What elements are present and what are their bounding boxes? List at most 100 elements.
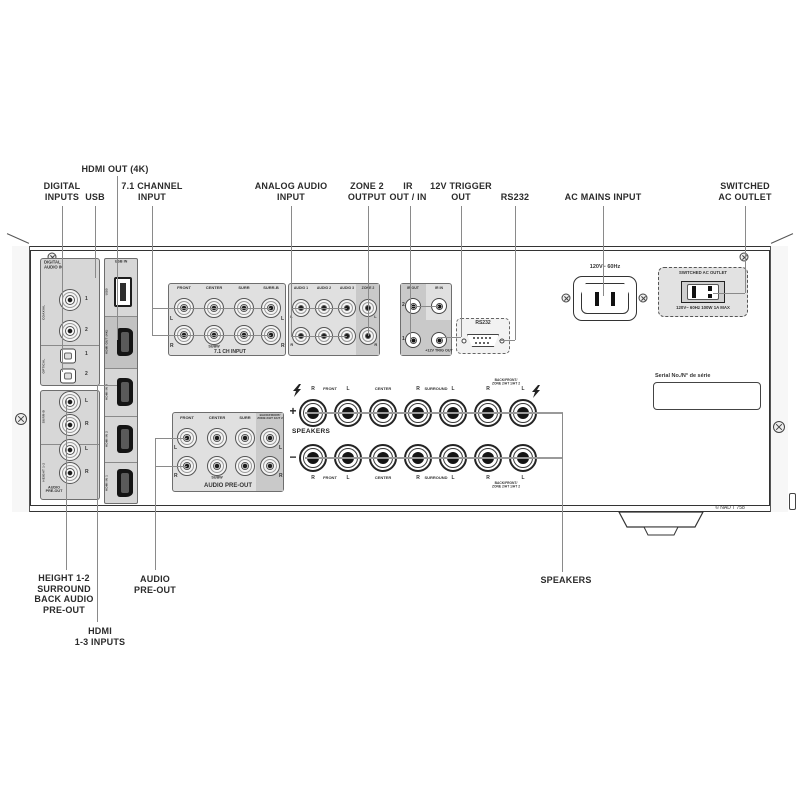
71ch-r-letter-right: R — [281, 343, 285, 349]
spk-top-front: FRONT — [323, 386, 337, 392]
speaker-bus-line-bottom — [305, 457, 563, 459]
height-l-jack — [59, 439, 81, 461]
optical-1-number: 1 — [85, 351, 88, 357]
copyright-text: © NAD T 758 — [715, 505, 745, 511]
analog-header-zone2: ZONE 2 — [361, 286, 375, 291]
callout-71ch-branch-l — [152, 308, 271, 309]
surr-b-r-jack — [59, 414, 81, 436]
zone2-l-letter: L — [374, 314, 377, 320]
preout-surr-l-jack — [235, 428, 255, 448]
callout-preout-branch-l — [155, 438, 187, 439]
analog-header-audio1: AUDIO 1 — [293, 286, 309, 291]
callout-71ch-branch-r — [152, 335, 271, 336]
analog-header-audio2: AUDIO 2 — [316, 286, 332, 291]
coaxial-label: COAXIAL — [42, 304, 46, 320]
preout-back-l-jack — [260, 428, 280, 448]
height-r-letter: R — [85, 469, 89, 475]
spk-bot-surround: SURROUND — [424, 475, 448, 481]
trigger-out-jack — [431, 332, 447, 348]
speaker-bus-line-top — [305, 412, 563, 414]
callout-audio-preout-label: AUDIO PRE-OUT — [134, 574, 176, 595]
71ch-header-surr: SURR — [238, 285, 250, 291]
callout-hdmi-out-line — [117, 176, 118, 340]
height-l-letter: L — [85, 446, 89, 452]
spk-bot-front: FRONT — [323, 475, 337, 481]
usb-port-label: USB — [105, 288, 109, 296]
callout-zone2-line — [368, 206, 369, 336]
preout-center-jack — [207, 428, 227, 448]
spk-bot-back-r: R — [486, 475, 490, 481]
ac-inlet-inner — [581, 283, 629, 314]
spk-bot-center: CENTER — [374, 475, 392, 481]
spk-top-surround: SURROUND — [424, 386, 448, 392]
chassis-foot — [618, 511, 704, 536]
rack-ear-left — [12, 246, 30, 512]
spk-top-front-l: L — [346, 386, 350, 392]
chassis-bottom-strip — [30, 506, 770, 512]
spk-top-center: CENTER — [374, 386, 392, 392]
preout-l-letter: L — [174, 445, 178, 451]
callout-trigger-line — [461, 206, 462, 337]
lightning-icon — [532, 385, 540, 398]
outlet-slot-ground — [708, 294, 712, 298]
hdmi-in-1-label: HDMI IN 1 — [105, 474, 109, 492]
preout-caption: AUDIO PRE-OUT — [204, 483, 252, 489]
ports-divider — [105, 316, 137, 317]
screw-icon — [638, 293, 648, 303]
rs232-screw-hole — [499, 338, 505, 344]
callout-rs232-branch — [499, 340, 515, 341]
ir-out-header: IR OUT — [407, 286, 419, 291]
spk-bot-front-l: L — [346, 475, 350, 481]
spk-bot-surr-r: R — [416, 475, 420, 481]
71ch-header-front: FRONT — [177, 285, 191, 291]
callout-ac-mains-label: AC MAINS INPUT — [564, 192, 642, 202]
hdmi-in-2-port — [117, 425, 133, 453]
usb-in-label: USB IN — [114, 260, 128, 264]
hdmi-in-3-label: HDMI IN 3 — [105, 383, 109, 401]
rs232-db9-connector — [467, 334, 499, 347]
preout-header-back: BACK/FRONT/ ZONE 2/HT 1/HT 2 — [257, 414, 283, 420]
71ch-r-letter: R — [170, 343, 174, 349]
surr-b-r-letter: R — [85, 421, 89, 427]
screw-icon — [773, 421, 785, 433]
spk-top-surr-r: R — [416, 386, 420, 392]
rs232-screw-hole — [461, 338, 467, 344]
callout-usb-line — [95, 206, 96, 278]
optical-label: OPTICAL — [42, 358, 46, 374]
callout-switched-outlet-label: SWITCHED AC OUTLET — [718, 181, 772, 202]
surr-b-l-letter: L — [85, 398, 89, 404]
callout-71ch-label: 7.1 CHANNEL INPUT — [121, 181, 183, 202]
audio3-l-jack — [338, 299, 356, 317]
hdmi-out-port — [117, 328, 133, 356]
callout-height-preout-label: HEIGHT 1-2 SURROUND BACK AUDIO PRE-OUT — [34, 573, 94, 615]
speaker-minus-sign: − — [289, 450, 297, 464]
callout-hdmi-in-label: HDMI 1-3 INPUTS — [74, 626, 126, 647]
callout-analog-label: ANALOG AUDIO INPUT — [254, 181, 328, 202]
preout-r-letter: R — [174, 473, 178, 479]
digital-block-title: DIGITAL AUDIO IN — [44, 260, 64, 270]
callout-analog-branch-l — [291, 308, 347, 309]
71ch-l-letter: L — [170, 316, 174, 322]
outlet-slot-hot — [708, 286, 712, 291]
ports-divider — [105, 462, 137, 463]
serial-box — [653, 382, 761, 410]
spk-bot-front-r: R — [311, 475, 315, 481]
coaxial-2-number: 2 — [85, 327, 88, 333]
callout-preout-line — [155, 438, 156, 570]
spk-top-back-l: L — [521, 386, 525, 392]
rs232-pins-bottom — [475, 342, 489, 344]
screw-icon — [739, 252, 749, 262]
spk-top-back: BACK/FRONT/ ZONE 2/HT 1/HT 2 — [491, 379, 521, 386]
ir-in-header: IR IN — [435, 286, 443, 291]
callout-digital-inputs-label: DIGITAL INPUTS — [43, 181, 81, 202]
optical-jack-2 — [60, 368, 76, 384]
callout-hdmi-in-line — [97, 385, 98, 622]
preout-subw-label: SUBW — [211, 476, 223, 480]
callout-hdmi-out-label: HDMI OUT (4K) — [81, 164, 149, 174]
71ch-subw-label: SUBW — [208, 345, 220, 349]
hdmi-out-port-label: HDMI OUT (4K) — [105, 329, 109, 355]
preout-surr-r-jack — [235, 456, 255, 476]
callout-hdmi-in-branch — [97, 385, 117, 386]
callout-speakers-line — [562, 413, 563, 572]
